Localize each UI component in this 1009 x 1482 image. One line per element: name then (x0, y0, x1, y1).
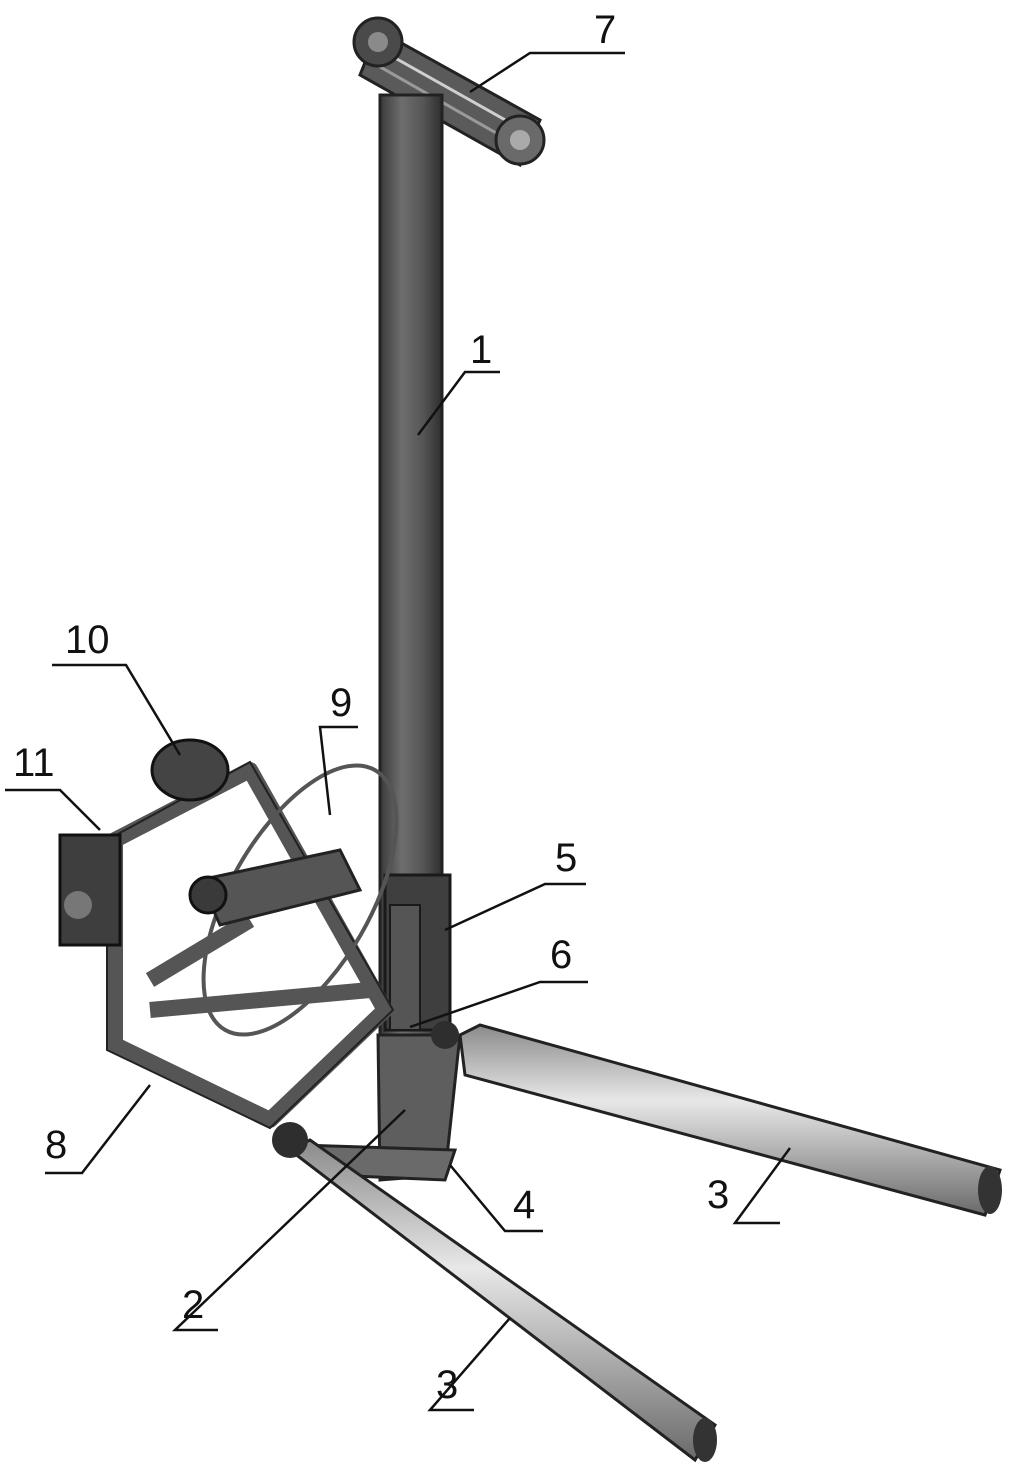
callout-2: 2 (182, 1283, 205, 1327)
callout-8: 8 (45, 1123, 68, 1167)
callout-6: 6 (550, 933, 573, 977)
cable-reel (188, 763, 399, 1037)
callout-4: 4 (513, 1183, 536, 1227)
callout-7: 7 (594, 8, 617, 52)
callout-3a: 3 (707, 1173, 730, 1217)
callout-5: 5 (555, 836, 578, 880)
tripod-legs (272, 1021, 1002, 1463)
leader-lines (5, 51, 792, 1412)
winch-frame (107, 762, 393, 1128)
motor-gearbox (58, 738, 230, 947)
callout-3b: 3 (436, 1363, 459, 1407)
callout-11: 11 (13, 741, 55, 785)
callout-9: 9 (330, 681, 353, 725)
callout-10: 10 (65, 618, 110, 662)
pulley-head (352, 16, 546, 168)
callout-1: 1 (470, 328, 493, 372)
